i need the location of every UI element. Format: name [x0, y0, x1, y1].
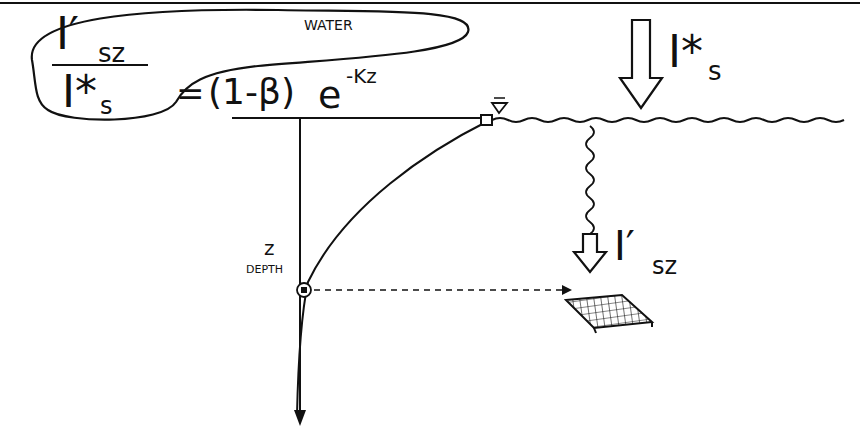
- top-rule: [0, 2, 860, 4]
- equals-sign: =: [176, 76, 205, 110]
- transmitted-arrow: [574, 234, 606, 272]
- sensor-plate: [566, 295, 652, 328]
- subscript: s: [100, 94, 113, 118]
- exponential-base: e: [318, 76, 341, 114]
- symbol: I*: [668, 30, 703, 74]
- incident-arrow: [620, 20, 662, 108]
- axis-label: DEPTH: [246, 264, 283, 275]
- surface-line: [232, 117, 490, 119]
- axis-symbol: z: [264, 238, 275, 258]
- subscript: sz: [652, 254, 677, 278]
- water-level-symbol: [492, 103, 507, 113]
- axis-arrowhead: [294, 410, 306, 426]
- subscript: sz: [98, 40, 125, 66]
- symbol: I′: [56, 12, 79, 56]
- water-surface: [492, 118, 844, 122]
- region-label: WATER: [304, 18, 353, 32]
- factor: (1-β): [208, 74, 295, 110]
- water-level-tick: [494, 97, 505, 99]
- symbol: I*: [62, 70, 97, 114]
- subscript: s: [708, 58, 722, 84]
- depth-marker: [297, 283, 311, 297]
- surface-marker: [481, 115, 492, 125]
- decay-curve: [297, 121, 488, 415]
- projection-line: [314, 289, 562, 291]
- wavy-ray: [586, 126, 594, 234]
- exponent: -Kz: [346, 66, 377, 86]
- symbol: I′: [614, 226, 635, 266]
